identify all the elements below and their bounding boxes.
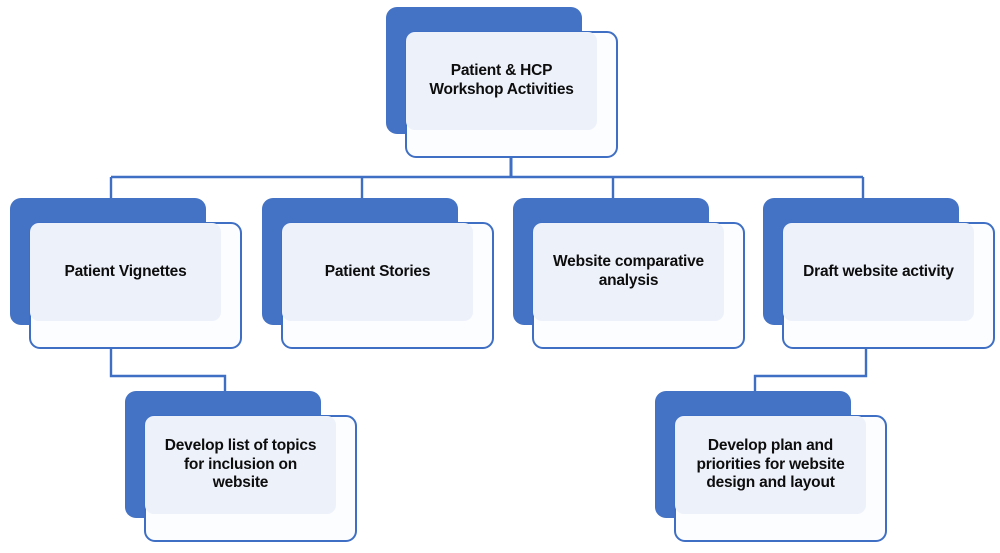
node-draft-website-activity-label: Draft website activity (803, 262, 954, 280)
node-patient-vignettes-inner-fill: Patient Vignettes (30, 223, 221, 321)
edge-draft-website-activity-to-develop-plan (753, 347, 868, 392)
node-develop-plan-and-priorities-inner-fill: Develop plan and priorities for website … (675, 416, 866, 514)
node-develop-list-of-topics-label: Develop list of topics for inclusion on … (164, 436, 317, 492)
node-draft-website-activity-inner-fill: Draft website activity (783, 223, 974, 321)
edge-patient-vignettes-to-develop-list-of-topics (109, 347, 227, 392)
node-develop-list-of-topics-inner-fill: Develop list of topics for inclusion on … (145, 416, 336, 514)
node-patient-vignettes[interactable]: Patient Vignettes (10, 198, 242, 349)
node-develop-list-of-topics[interactable]: Develop list of topics for inclusion on … (125, 391, 357, 542)
node-patient-vignettes-label: Patient Vignettes (64, 262, 187, 280)
node-root-inner-fill: Patient & HCP Workshop Activities (406, 32, 597, 130)
node-website-comparative-analysis[interactable]: Website comparative analysis (513, 198, 745, 349)
node-develop-plan-and-priorities[interactable]: Develop plan and priorities for website … (655, 391, 887, 542)
node-root-label: Patient & HCP Workshop Activities (429, 62, 574, 98)
node-website-comparative-analysis-inner-fill: Website comparative analysis (533, 223, 724, 321)
node-patient-stories-label: Patient Stories (324, 262, 431, 280)
node-patient-stories-inner-fill: Patient Stories (282, 223, 473, 321)
node-root[interactable]: Patient & HCP Workshop Activities (386, 7, 618, 158)
node-website-comparative-analysis-label: Website comparative analysis (553, 253, 704, 289)
node-develop-plan-and-priorities-label: Develop plan and priorities for website … (696, 436, 845, 492)
node-patient-stories[interactable]: Patient Stories (262, 198, 494, 349)
node-draft-website-activity[interactable]: Draft website activity (763, 198, 995, 349)
